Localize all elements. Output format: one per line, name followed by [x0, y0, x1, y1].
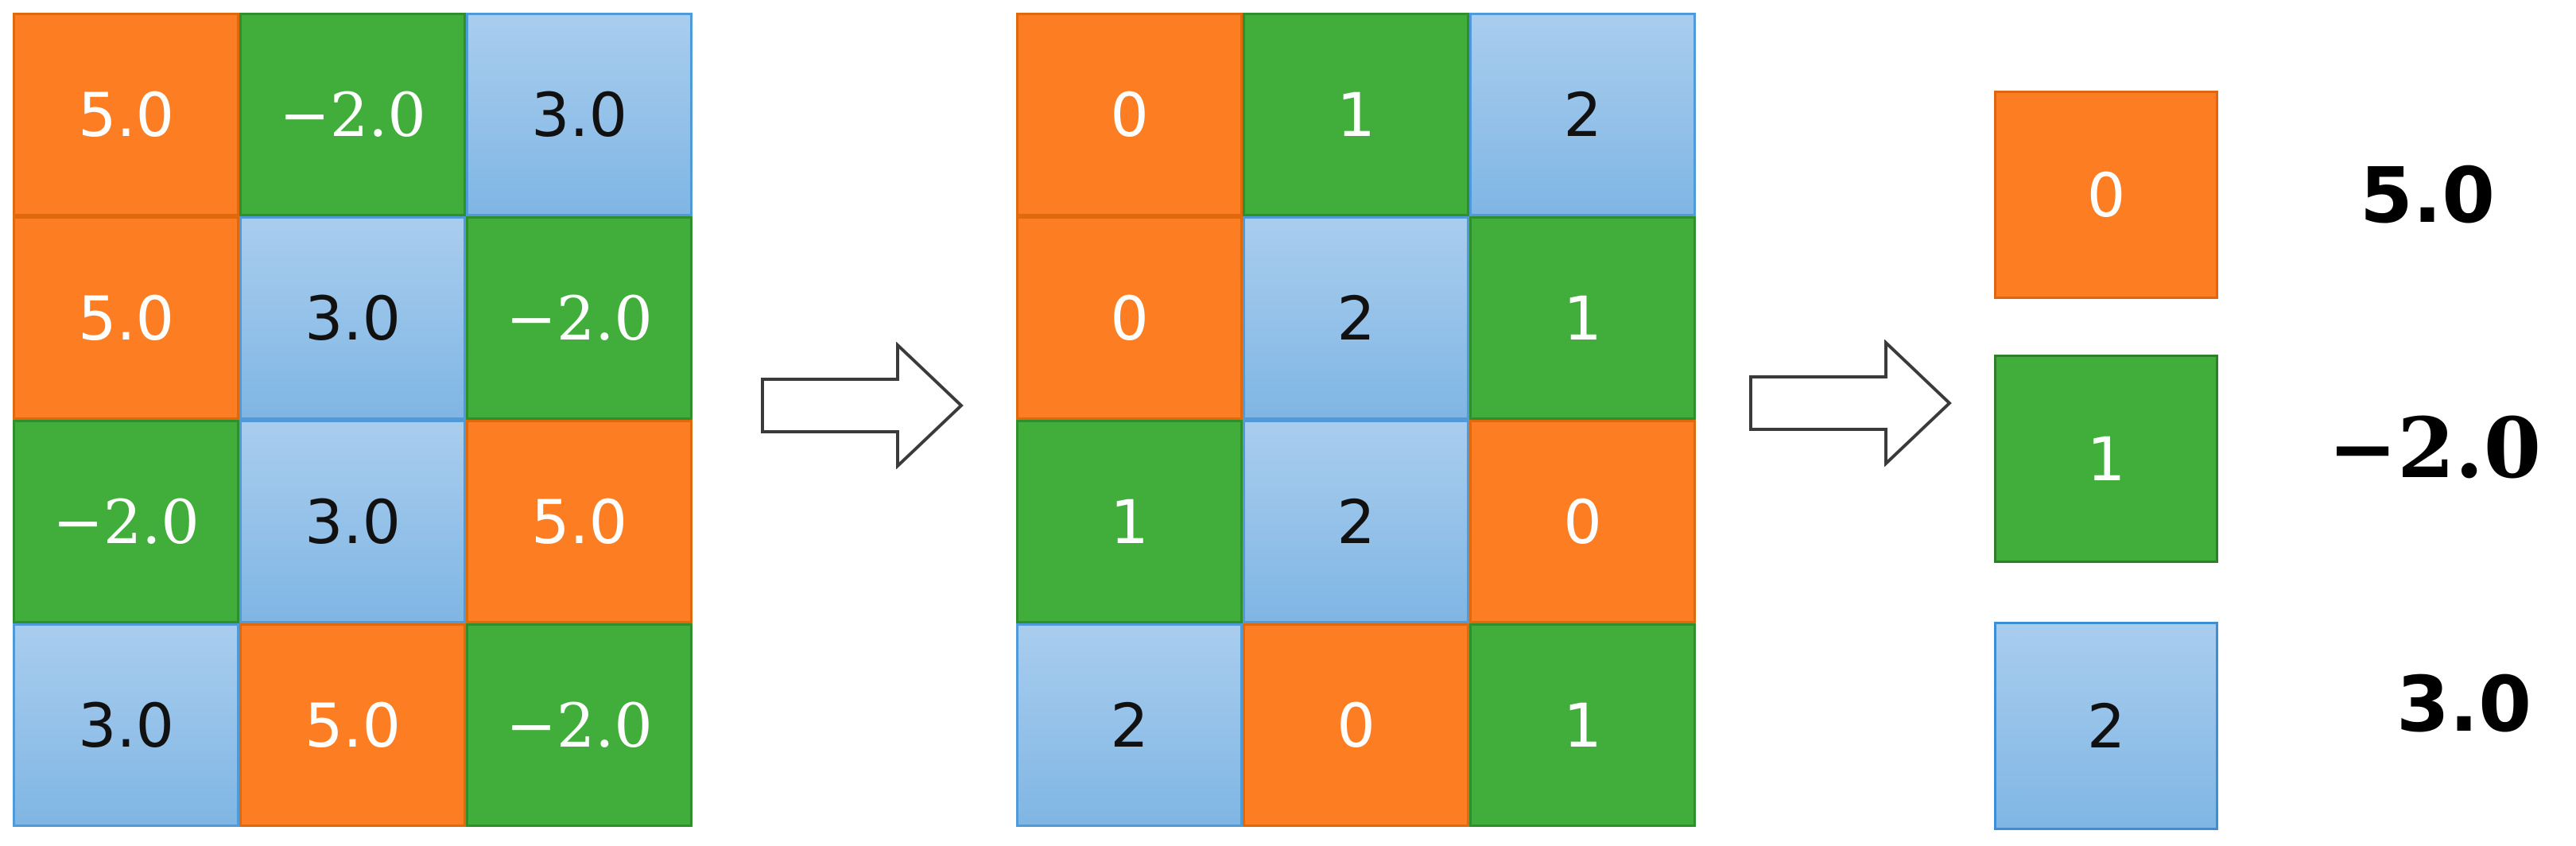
values-grid: 5.0 −2.0 3.0 5.0 3.0 −2.0 −2.0 3.0 5.0 3…	[13, 13, 692, 827]
legend-item-0: 0	[1994, 91, 2225, 301]
index-cell: 2	[1469, 13, 1696, 216]
index-cell: 2	[1016, 623, 1243, 827]
value-cell: −2.0	[239, 13, 466, 216]
value-cell: −2.0	[466, 623, 692, 827]
legend-index-box: 2	[1994, 622, 2218, 830]
index-cell: 0	[1016, 216, 1243, 420]
index-cell: 1	[1469, 216, 1696, 420]
index-cell: 0	[1016, 13, 1243, 216]
indices-grid: 0 1 2 0 2 1 1 2 0 2 0 1	[1016, 13, 1696, 827]
value-cell: 3.0	[239, 420, 466, 623]
legend-value: 3.0	[2396, 660, 2532, 749]
legend-index-box: 1	[1994, 355, 2218, 563]
value-cell: 3.0	[239, 216, 466, 420]
index-cell: 1	[1016, 420, 1243, 623]
index-cell: 0	[1243, 623, 1469, 827]
value-cell: −2.0	[13, 420, 239, 623]
value-cell: 5.0	[13, 216, 239, 420]
index-cell: 2	[1243, 216, 1469, 420]
value-cell: 5.0	[13, 13, 239, 216]
value-cell: 3.0	[466, 13, 692, 216]
legend-index-box: 0	[1994, 91, 2218, 299]
index-cell: 1	[1469, 623, 1696, 827]
index-cell: 0	[1469, 420, 1696, 623]
legend-value: −2.0	[2328, 399, 2542, 497]
value-cell: 5.0	[466, 420, 692, 623]
value-cell: 5.0	[239, 623, 466, 827]
legend-item-1: 1	[1994, 355, 2225, 565]
index-cell: 1	[1243, 13, 1469, 216]
right-arrow-icon	[1749, 340, 1952, 467]
right-arrow-icon	[761, 342, 964, 469]
legend-value: 5.0	[2360, 151, 2496, 240]
value-cell: 3.0	[13, 623, 239, 827]
legend-item-2: 2	[1994, 622, 2225, 832]
index-cell: 2	[1243, 420, 1469, 623]
value-cell: −2.0	[466, 216, 692, 420]
